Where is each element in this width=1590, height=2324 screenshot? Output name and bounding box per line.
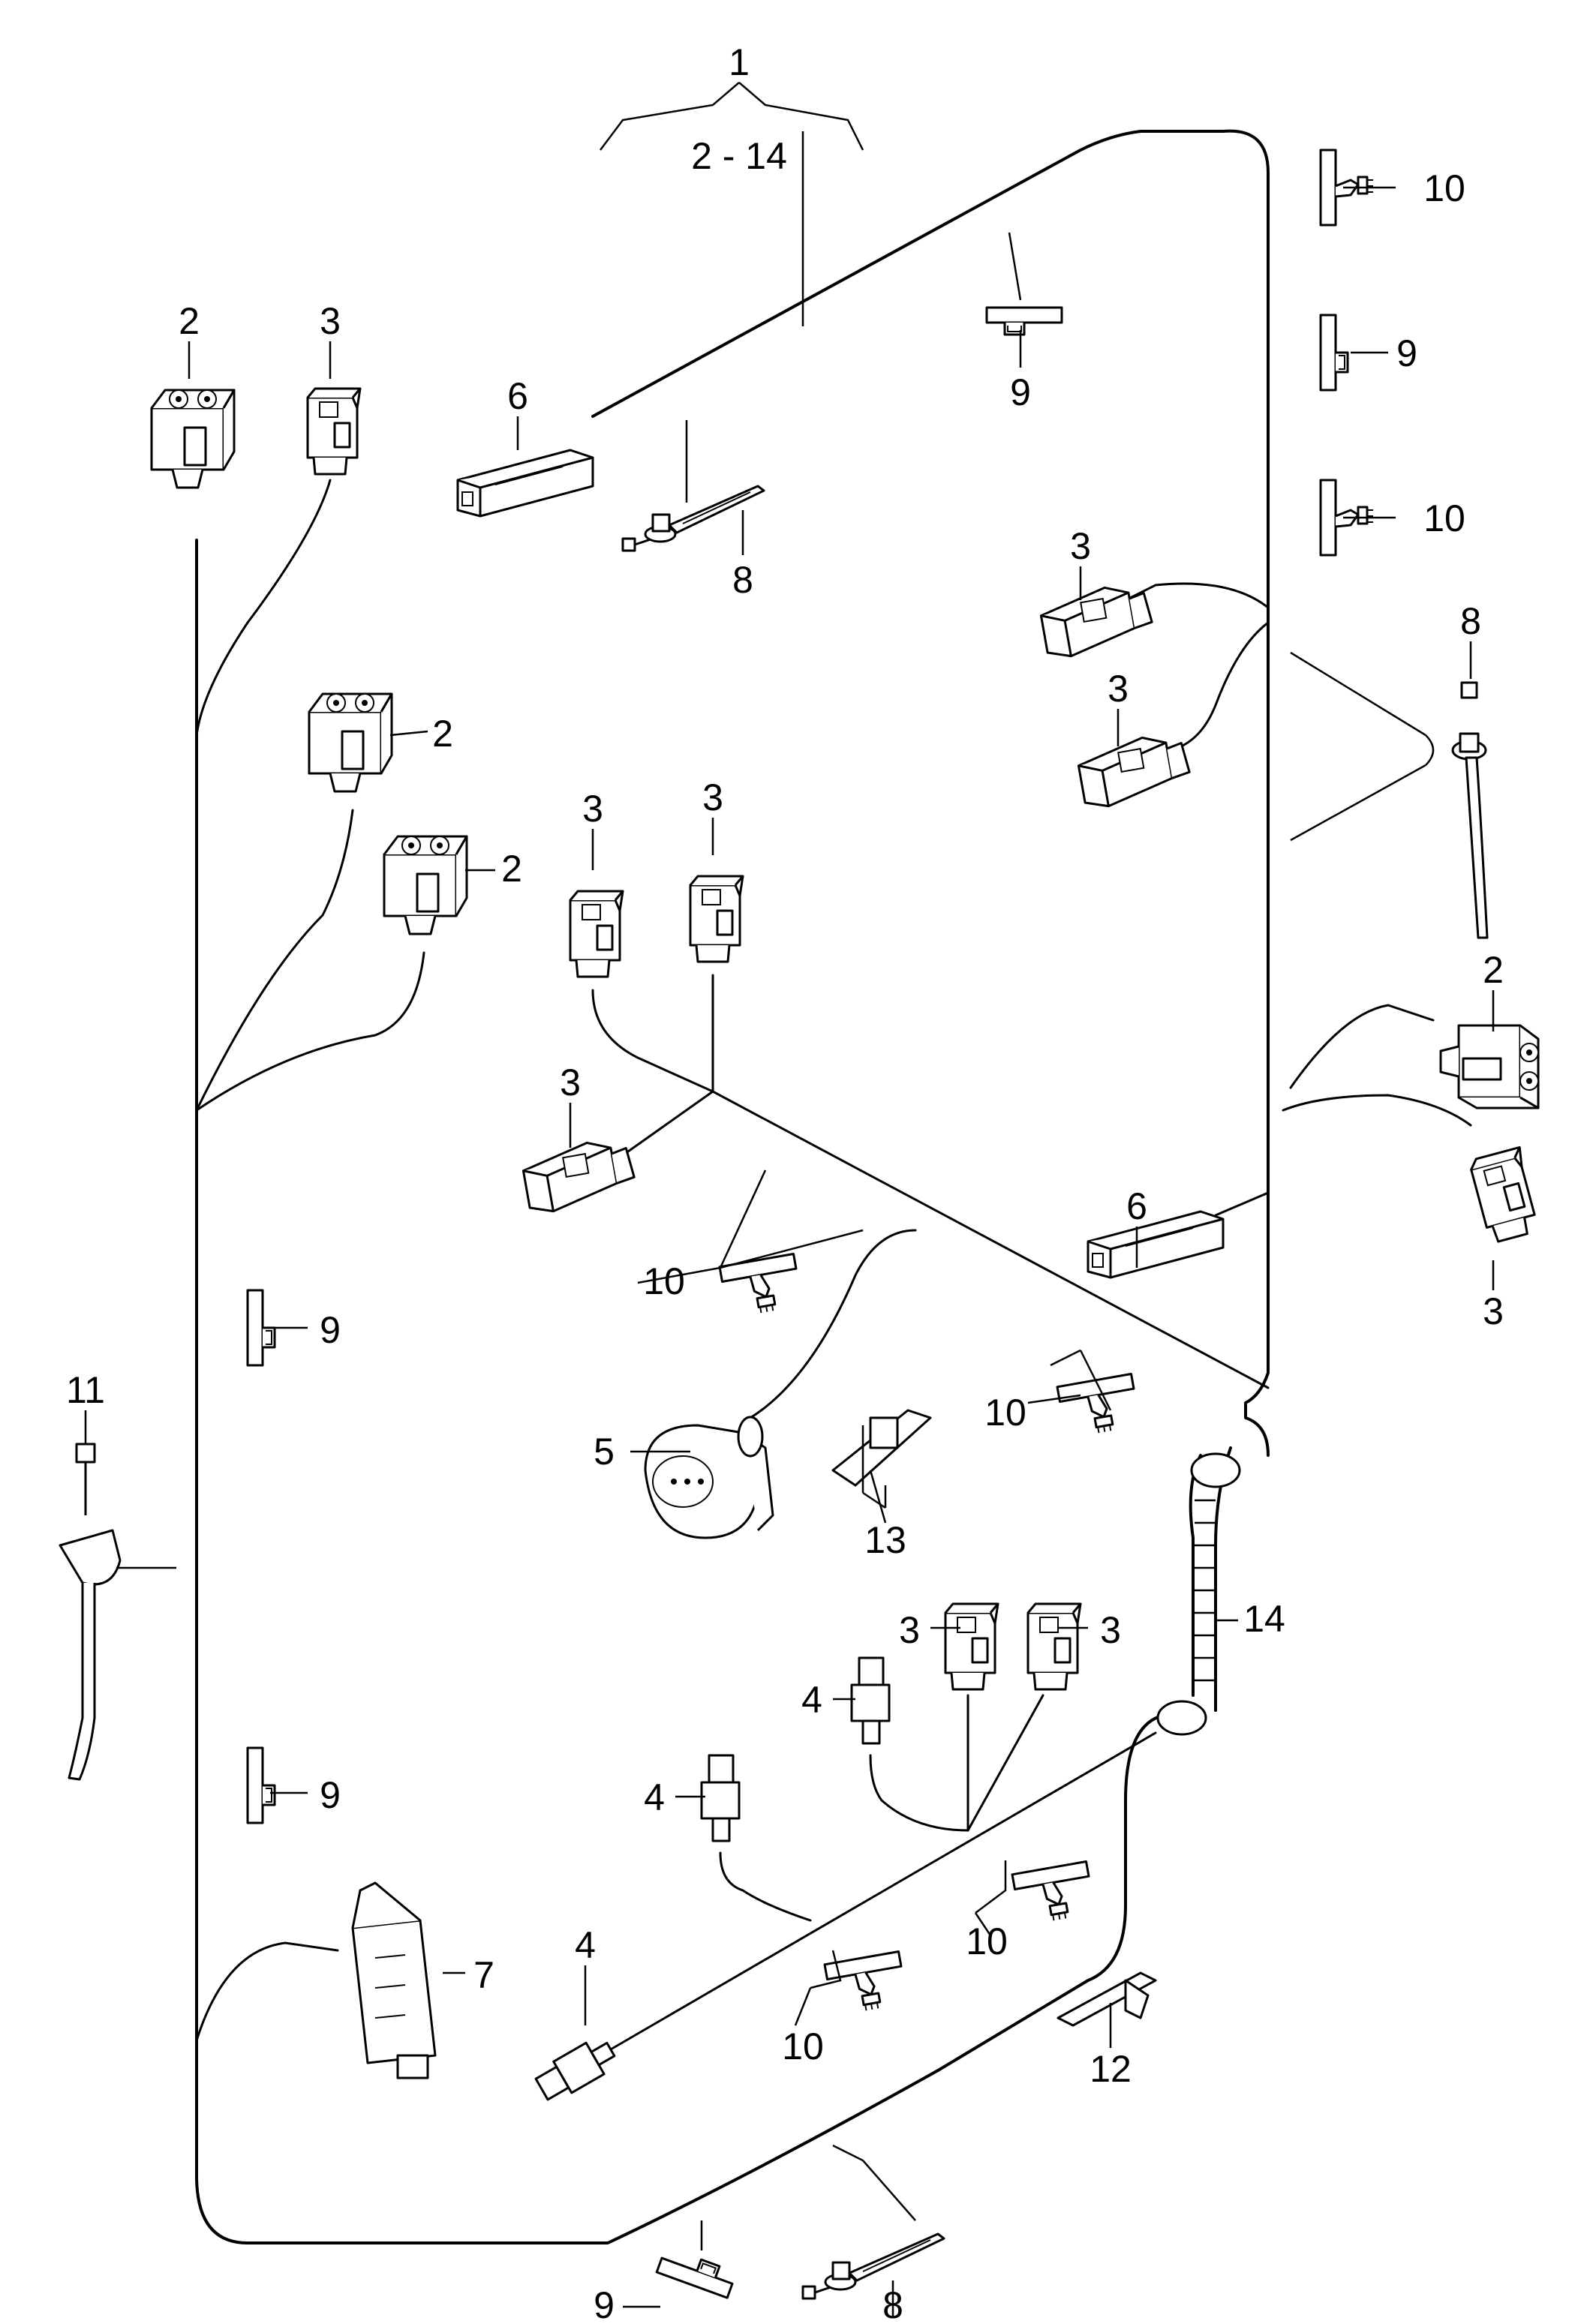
- clip-9-a: [985, 306, 1063, 336]
- callout-labels: 1 2 - 14 2 3 2 2 3 3 3 6 8 9 10 9 10 3 3…: [66, 41, 1504, 2324]
- connector-6-b: [1087, 1210, 1225, 1279]
- callout-9: 9: [594, 2284, 615, 2324]
- callout-3: 3: [320, 300, 341, 342]
- leader-lines: [84, 82, 1495, 2318]
- connector-3-f: [1075, 729, 1195, 812]
- callout-10: 10: [643, 1260, 685, 1302]
- sensor-4-a: [850, 1656, 891, 1745]
- callout-3: 3: [582, 788, 603, 830]
- connector-3-h: [944, 1602, 999, 1691]
- connector-2-d: [1439, 1024, 1540, 1109]
- callout-3: 3: [560, 1061, 581, 1103]
- callout-2: 2: [1483, 949, 1504, 991]
- cable-tie-11: [59, 1443, 122, 1781]
- clip-10-e: [1011, 1860, 1097, 1928]
- callout-13: 13: [864, 1519, 906, 1561]
- cable-tie-8-c: [1451, 681, 1489, 939]
- callout-9: 9: [1010, 371, 1031, 413]
- clip-9-e: [655, 2245, 738, 2299]
- callout-10: 10: [1423, 167, 1465, 209]
- callout-4: 4: [801, 1679, 822, 1721]
- callout-9: 9: [320, 1774, 341, 1816]
- callout-3: 3: [1070, 525, 1091, 567]
- callout-6: 6: [1126, 1185, 1147, 1227]
- connector-2-c: [383, 835, 468, 935]
- connector-3-i: [1026, 1602, 1082, 1691]
- callout-3: 3: [1100, 1609, 1121, 1651]
- connector-6-a: [456, 449, 594, 518]
- callout-5: 5: [594, 1431, 615, 1473]
- harness-wires: [195, 129, 1472, 2244]
- callout-11: 11: [66, 1369, 105, 1411]
- connector-3-e: [1037, 579, 1157, 662]
- callout-10: 10: [984, 1392, 1026, 1434]
- callout-10: 10: [782, 2025, 824, 2067]
- connector-3-b: [569, 890, 624, 978]
- callout-9: 9: [1396, 332, 1417, 374]
- callout-2: 2: [501, 848, 522, 890]
- callout-8: 8: [732, 559, 753, 601]
- callout-3: 3: [702, 776, 723, 818]
- connector-3-a: [306, 387, 362, 476]
- clip-9-d: [246, 1746, 276, 1824]
- clip-10-c: [718, 1252, 804, 1320]
- callout-1: 1: [729, 41, 750, 83]
- callout-12: 12: [1090, 2048, 1132, 2090]
- callout-14: 14: [1243, 1598, 1285, 1640]
- clip-10-f: [823, 1950, 909, 2018]
- clip-12: [1056, 1971, 1157, 2027]
- callout-7: 7: [473, 1954, 494, 1996]
- callout-3: 3: [899, 1609, 920, 1651]
- connector-3-d: [519, 1134, 639, 1217]
- holder-7: [351, 1881, 437, 2079]
- callout-8: 8: [882, 2284, 903, 2324]
- callout-2-14: 2 - 14: [691, 135, 787, 177]
- callout-4: 4: [644, 1776, 665, 1818]
- callout-6: 6: [507, 375, 528, 417]
- clip-10-d: [1056, 1372, 1142, 1440]
- callout-10: 10: [966, 1920, 1008, 1962]
- callout-4: 4: [575, 1924, 596, 1966]
- cable-tie-8-b: [801, 2232, 945, 2300]
- sensor-4-b: [700, 1754, 741, 1842]
- clip-9-b: [1319, 314, 1349, 392]
- callout-2: 2: [179, 300, 200, 342]
- connector-2-a: [150, 389, 236, 489]
- connector-2-b: [308, 692, 393, 793]
- callout-3: 3: [1483, 1290, 1504, 1332]
- callout-10: 10: [1423, 497, 1465, 539]
- callout-9: 9: [320, 1309, 341, 1351]
- connector-3-g: [1468, 1145, 1543, 1245]
- callout-8: 8: [1460, 600, 1481, 642]
- clip-13: [831, 1409, 932, 1487]
- sensor-4-c: [534, 2041, 616, 2101]
- connector-5: [644, 1416, 774, 1539]
- callout-3: 3: [1108, 668, 1129, 710]
- callout-2: 2: [432, 713, 453, 755]
- connector-3-c: [689, 875, 744, 963]
